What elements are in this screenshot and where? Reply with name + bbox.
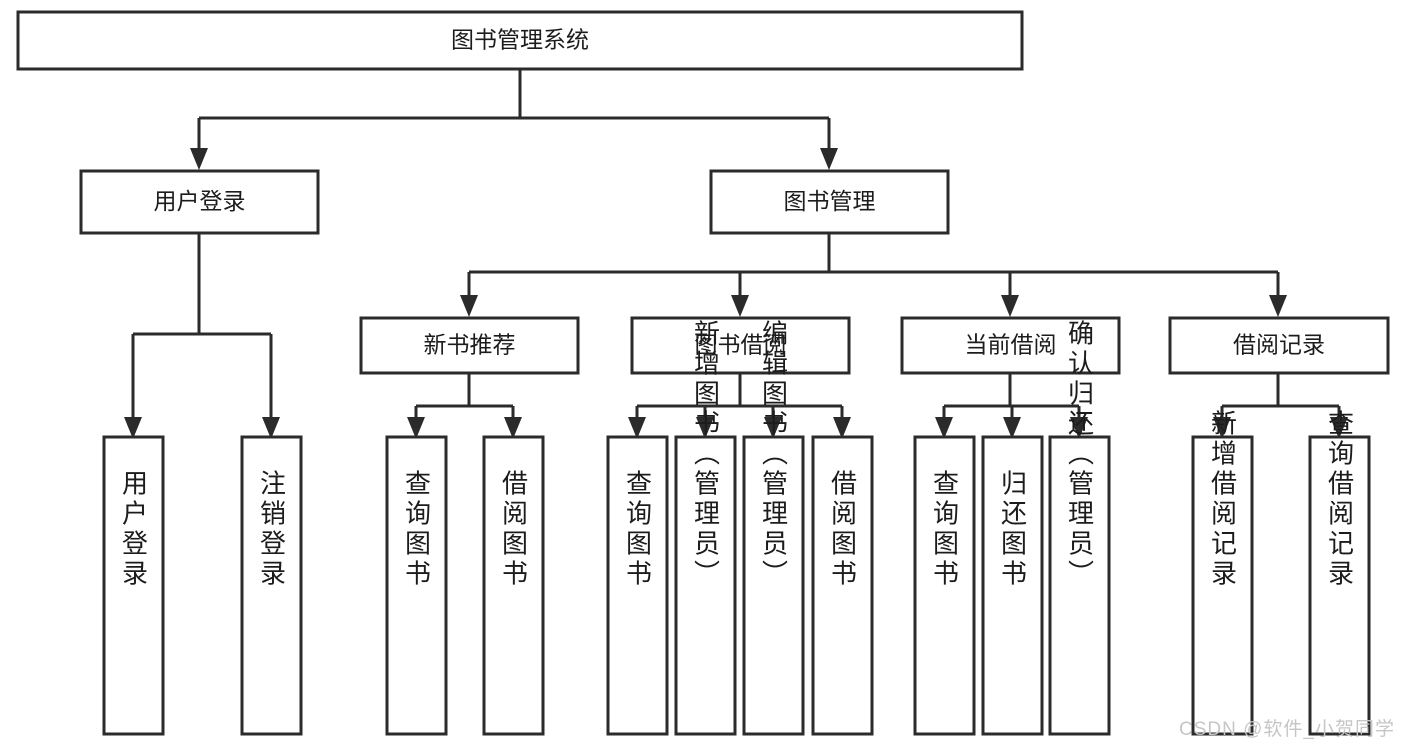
leaf-box-5[interactable]: [606, 435, 669, 736]
leaf-label-7: 编辑图书（管理员）: [759, 319, 789, 589]
node-label-level3-2: 图书借阅: [695, 332, 787, 358]
leaf-label-10: 归还图书: [998, 469, 1028, 589]
arrow-head-leaf: [935, 417, 953, 439]
node-box-level3-3[interactable]: [900, 316, 1121, 375]
arrow-head-leaf: [628, 417, 646, 439]
arrow-head-leaf: [407, 417, 425, 439]
box-layer: [16, 10, 1390, 736]
leaf-label-12: 新增借阅记录: [1208, 409, 1238, 589]
node-label-level3-1: 新书推荐: [424, 332, 516, 358]
leaf-label-2: 注销登录: [257, 469, 287, 589]
arrow-head-leaf: [262, 417, 280, 439]
edge-layer: [124, 69, 1348, 439]
leaf-label-3: 查询图书: [402, 469, 432, 589]
label-layer: 图书管理系统用户登录图书管理新书推荐图书借阅当前借阅借阅记录用户登录注销登录查询…: [119, 27, 1355, 590]
leaf-label-8: 借阅图书: [828, 469, 858, 589]
arrow-head-leaf: [504, 417, 522, 439]
node-label-level2-2: 图书管理: [784, 188, 876, 214]
leaf-label-4: 借阅图书: [499, 469, 529, 589]
leaf-label-6: 新增图书（管理员）: [691, 319, 721, 589]
leaf-label-11: 确认归还（管理员）: [1065, 319, 1095, 589]
leaf-label-9: 查询图书: [930, 469, 960, 589]
arrow-head-leaf: [764, 417, 782, 439]
arrow-head-level3: [460, 295, 478, 317]
leaf-label-5: 查询图书: [623, 469, 653, 589]
node-box-root[interactable]: [16, 10, 1024, 71]
arrow-head-level3: [731, 295, 749, 317]
arrow-head-leaf: [833, 417, 851, 439]
arrow-head-leaf: [1003, 417, 1021, 439]
node-label-root: 图书管理系统: [451, 27, 589, 53]
arrow-head-level2: [190, 148, 208, 170]
leaf-box-8[interactable]: [811, 435, 874, 736]
leaf-box-11[interactable]: [1048, 435, 1111, 736]
arrow-head-leaf: [1213, 417, 1231, 439]
node-label-level3-3: 当前借阅: [965, 332, 1057, 358]
node-box-level2-1[interactable]: [79, 169, 320, 235]
arrow-head-level3: [1001, 295, 1019, 317]
arrow-head-level3: [1269, 295, 1287, 317]
node-box-level3-2[interactable]: [630, 316, 851, 375]
leaf-box-2[interactable]: [240, 435, 303, 736]
leaf-box-10[interactable]: [981, 435, 1044, 736]
arrow-head-leaf: [1330, 417, 1348, 439]
node-label-level3-4: 借阅记录: [1233, 332, 1325, 358]
arrow-head-leaf: [696, 417, 714, 439]
arrow-head-leaf: [1070, 417, 1088, 439]
leaf-box-9[interactable]: [913, 435, 976, 736]
node-label-level2-1: 用户登录: [154, 188, 246, 214]
leaf-box-4[interactable]: [482, 435, 545, 736]
node-box-level3-4[interactable]: [1168, 316, 1390, 375]
leaf-box-7[interactable]: [742, 435, 805, 736]
node-box-level3-1[interactable]: [359, 316, 580, 375]
arrow-head-leaf: [124, 417, 142, 439]
leaf-label-1: 用户登录: [119, 470, 149, 590]
leaf-box-3[interactable]: [385, 435, 448, 736]
leaf-box-1[interactable]: [102, 435, 165, 736]
leaf-box-12[interactable]: [1191, 435, 1254, 736]
arrow-head-level2: [820, 148, 838, 170]
leaf-label-13: 查询借阅记录: [1325, 409, 1355, 589]
node-box-level2-2[interactable]: [709, 169, 950, 235]
leaf-box-13[interactable]: [1308, 435, 1371, 736]
leaf-box-6[interactable]: [674, 435, 737, 736]
